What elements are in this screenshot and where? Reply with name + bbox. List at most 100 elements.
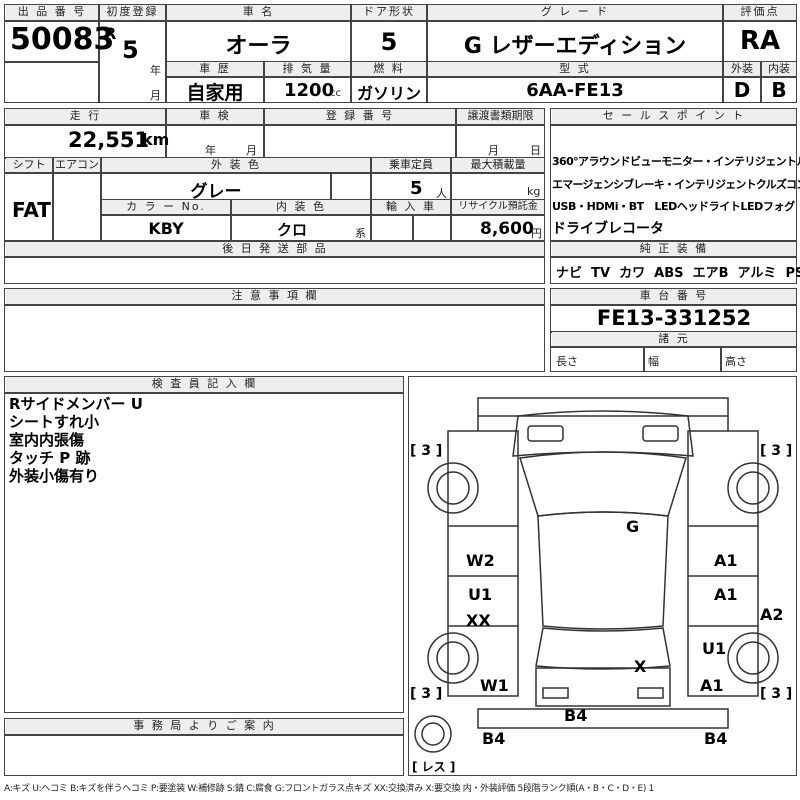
doors-header: ドア形状	[352, 5, 426, 20]
inspector-note-4: タッチ P 跡	[9, 449, 91, 467]
max-load-header: 最大積載量	[452, 158, 544, 172]
color-no-value: KBY	[148, 219, 184, 238]
capacity-header: 乗車定員	[372, 158, 450, 172]
mark-windshield: G	[626, 517, 639, 536]
details-frame	[4, 108, 545, 284]
sales-point-4: ドライブレコータ	[552, 221, 664, 237]
model-value: 6AA-FE13	[526, 80, 624, 101]
car-name: オーラ	[225, 34, 292, 59]
tire-rl-label: [ 3 ]	[410, 686, 442, 702]
chassis-frame	[550, 288, 797, 372]
inspector-note-3: 室内内張傷	[9, 431, 85, 449]
month-unit: 月	[150, 89, 161, 102]
mark-left-rear-door: XX	[466, 611, 491, 630]
sales-frame	[550, 108, 797, 284]
displacement-header: 排 気 量	[265, 62, 350, 76]
later-parts-area	[6, 258, 544, 282]
grade-value: G レザーエディション	[463, 34, 687, 59]
model-header: 型 式	[428, 62, 722, 76]
reg-year: 5	[122, 36, 139, 64]
damage-diagram-frame	[408, 376, 797, 776]
fuel-value: ガソリン	[356, 84, 421, 103]
sales-point-header: セ ー ル ス ポ イ ン ト	[552, 109, 796, 124]
mark-left-rear-fender: W1	[480, 676, 509, 695]
mark-left-front-door: W2	[466, 551, 495, 570]
car-diagram: [ 3 ] [ 3 ] [ 3 ] [ 3 ] [ レス ] G W2 A1 U…	[410, 397, 792, 774]
mileage-header: 走 行	[6, 109, 165, 124]
width-label: 幅	[648, 355, 659, 368]
office-header: 事 務 局 よ り ご 案 内	[6, 719, 403, 734]
color-value: グレー	[190, 182, 242, 202]
int-header: 内装	[762, 62, 796, 76]
mileage-value: 22,551	[68, 128, 150, 152]
history-header: 車 歴	[167, 62, 263, 76]
reg-no-header: 登 録 番 号	[265, 109, 455, 124]
chassis-header: 車 台 番 号	[552, 289, 796, 304]
mark-left-sill: U1	[468, 585, 492, 604]
ext-grade: D	[733, 78, 751, 102]
mark-right-rear-lower: A1	[700, 676, 724, 695]
tire-rr-label: [ 3 ]	[760, 686, 792, 702]
headlight-left	[527, 425, 564, 442]
equip-navi: ナビ	[556, 266, 583, 281]
mark-right-front-door: A1	[714, 551, 738, 570]
wheel-rear-left	[427, 632, 479, 684]
score-header: 評価点	[724, 5, 796, 20]
notes-frame	[4, 288, 545, 372]
ext-header: 外装	[724, 62, 760, 76]
equip-airbag: エアB	[692, 266, 729, 281]
later-parts-header: 後 日 発 送 部 品	[6, 242, 544, 256]
inspection-month-unit: 月	[246, 144, 257, 157]
int-grade: B	[771, 78, 787, 102]
door-count: 5	[380, 28, 398, 56]
transfer-header: 譲渡書類期限	[457, 109, 544, 124]
rear-bumper	[477, 708, 729, 729]
interior-color-header: 内 装 色	[232, 200, 370, 214]
transfer-month-unit: 月	[488, 144, 499, 157]
headlight-right	[642, 425, 679, 442]
right-side	[687, 430, 759, 697]
inspector-note-5: 外装小傷有り	[9, 467, 100, 485]
hood	[512, 410, 694, 457]
displacement-unit: cc	[330, 88, 341, 99]
shift-value: FAT	[12, 198, 51, 222]
sales-point-2: エマージェンシブレーキ・インテリジェントクルズコントロー	[552, 178, 800, 191]
load-unit: kg	[527, 185, 541, 198]
sales-point-1: 360°アラウンドビューモニター・インテリジェントルー	[552, 155, 800, 168]
color-header: 外 装 色	[102, 158, 370, 172]
grade-header: グ レ ー ド	[428, 5, 722, 20]
length-label: 長さ	[556, 355, 578, 368]
era-label: R	[104, 24, 117, 43]
lot-no-header: 出 品 番 号	[6, 5, 98, 20]
import-header: 輸 入 車	[372, 200, 450, 214]
office-frame	[4, 718, 404, 776]
history-value: 自家用	[186, 82, 244, 104]
tire-fl-label: [ 3 ]	[410, 443, 442, 459]
equip-leather: カワ	[619, 266, 646, 281]
wheel-rear-right	[727, 632, 779, 684]
mark-rear-bumper-center: B4	[564, 706, 587, 725]
first-reg-header: 初度登録	[100, 5, 165, 20]
wheel-front-left	[427, 462, 479, 514]
mark-right-rear-door: A1	[714, 585, 738, 604]
equipment-list: ナビ TV カワ ABS エアB アルミ PS PW	[556, 262, 800, 281]
recycle-value: 8,600	[480, 219, 534, 239]
roof	[537, 511, 669, 630]
taillight-left	[542, 687, 569, 699]
capacity-value: 5	[410, 178, 423, 199]
spare-label: [ レス ]	[412, 760, 455, 774]
rear-glass	[535, 627, 671, 670]
mark-trunk: X	[634, 657, 647, 676]
mark-rear-bumper-right: B4	[704, 729, 727, 748]
sales-point-3: USB・HDMi・BT LEDヘッドライトLEDフォグ	[552, 200, 795, 213]
wheel-front-right	[727, 462, 779, 514]
mark-rear-bumper-left: B4	[482, 729, 505, 748]
fuel-header: 燃 料	[352, 62, 426, 76]
mileage-unit: km	[142, 130, 170, 149]
header-frame	[4, 4, 797, 103]
interior-unit: 系	[355, 227, 366, 240]
chassis-number: FE13-331252	[596, 306, 752, 330]
left-side	[447, 430, 519, 697]
year-unit: 年	[150, 64, 161, 77]
spare-tire	[414, 715, 452, 753]
